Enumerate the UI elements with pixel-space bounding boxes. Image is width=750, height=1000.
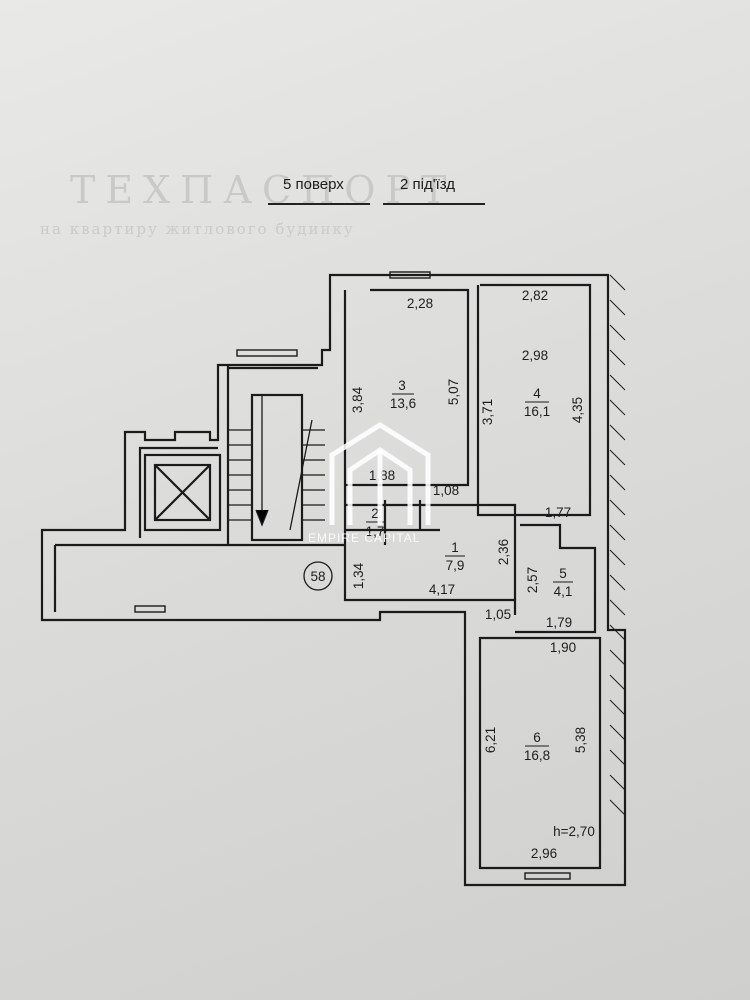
dim-r4-left: 3,71	[480, 399, 495, 425]
floor-label: 5 поверх	[283, 176, 344, 193]
entrance-underline	[383, 203, 485, 205]
watermark-text: EMPIRE CAPITAL	[308, 531, 421, 545]
empire-capital-logo	[329, 422, 431, 525]
room-6-number: 6	[533, 730, 541, 745]
room-3-area: 13,6	[390, 396, 416, 411]
dim-r6-top: 1,90	[550, 640, 576, 655]
dim-r5-top-left: 1,05	[485, 607, 511, 622]
floor-underline	[268, 203, 370, 205]
dim-bath-width: 1,08	[433, 483, 459, 498]
faded-background-subtitle: на квартиру житлового будинку	[40, 220, 355, 238]
room-5-area: 4,1	[554, 584, 573, 599]
room-4-area: 16,1	[524, 404, 550, 419]
dim-r3-left: 3,84	[350, 386, 365, 413]
dim-r4-top: 2,82	[522, 288, 548, 303]
room-5-number: 5	[559, 566, 567, 581]
dim-r6-right: 5,38	[573, 727, 588, 753]
dim-r5-bottom: 1,79	[546, 615, 572, 630]
dim-r6-bottom: 2,96	[531, 846, 557, 861]
dim-r3-top: 2,28	[407, 296, 433, 311]
room-6-area: 16,8	[524, 748, 550, 763]
stair-number-circle	[303, 561, 333, 591]
dim-r4-bottom: 1,77	[545, 505, 571, 520]
exterior-hatch	[609, 274, 626, 816]
dim-r1-bottom: 4,17	[429, 582, 455, 597]
dim-r1-left: 1,34	[351, 562, 366, 589]
room-1-area: 7,9	[446, 558, 465, 573]
dim-r6-left: 6,21	[483, 727, 498, 753]
ceiling-height: h=2,70	[553, 824, 595, 839]
room-2-number: 2	[371, 506, 379, 521]
dim-r4-inner: 2,98	[522, 348, 548, 363]
room-3-number: 3	[398, 378, 406, 393]
windows	[134, 271, 571, 880]
room-4-number: 4	[533, 386, 541, 401]
room-1-number: 1	[451, 540, 459, 555]
dim-r4-right: 4,35	[570, 397, 585, 423]
dim-r3-right: 5,07	[446, 379, 461, 405]
dim-r5-left: 2,57	[525, 567, 540, 593]
stair-number: 58	[310, 569, 325, 584]
dim-r1-right: 2,36	[496, 539, 511, 565]
room-2-area: 1,7	[366, 524, 385, 539]
stair-treads	[228, 395, 325, 531]
entrance-label: 2 під'їзд	[400, 176, 456, 193]
